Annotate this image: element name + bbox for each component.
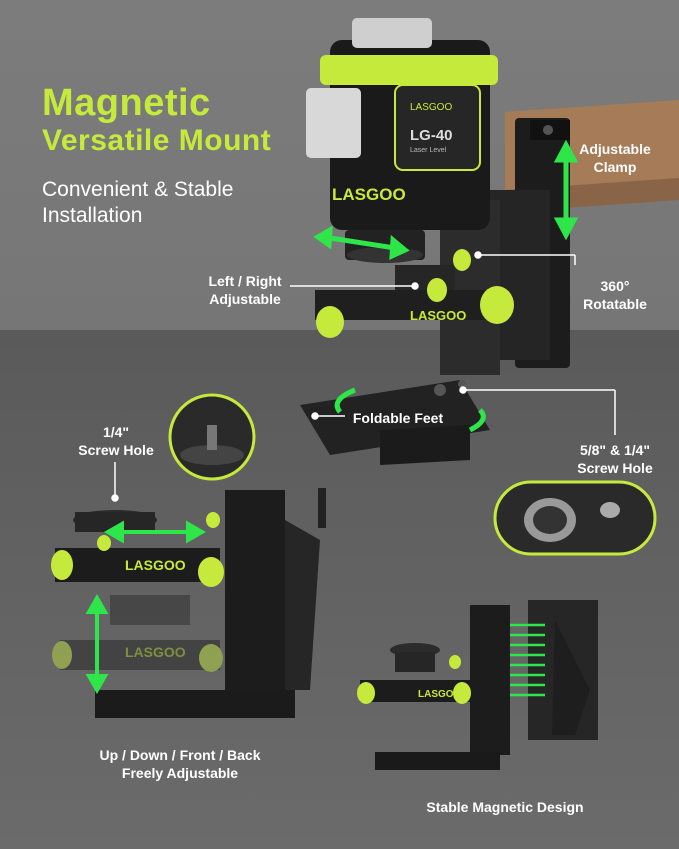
side-mount-brand-text: LASGOO — [125, 557, 186, 573]
mount-magnetic-view — [357, 600, 598, 770]
caption-up-down-adjustable: Up / Down / Front / Back Freely Adjustab… — [99, 747, 261, 781]
headline-magnetic: Magnetic — [42, 82, 211, 124]
callout-lines — [111, 251, 616, 502]
headline-subtitle: Convenient & Stable Installation — [42, 178, 234, 227]
caption-stable-magnetic-design: Stable Magnetic Design — [426, 799, 584, 815]
level-model-sub-text: Laser Level — [410, 147, 447, 154]
level-model-text: LG-40 — [410, 127, 453, 144]
callout-360-rotatable: 360° Rotatable — [583, 278, 647, 312]
callout-foldable-feet: Foldable Feet — [352, 410, 444, 426]
level-brand-text: LASGOO — [410, 102, 452, 113]
screw-hole-zoom-pill — [493, 480, 657, 556]
callout-adjustable-clamp: Adjustable Clamp — [579, 141, 651, 175]
callout-left-right: Left / Right Adjustable — [208, 273, 282, 307]
level-front-brand: LASGOO — [332, 185, 406, 204]
mount-slider — [315, 249, 514, 338]
side-mount-ghost-brand-text: LASGOO — [125, 644, 186, 660]
foldable-feet-base — [300, 380, 490, 465]
laser-beam-lines — [510, 623, 545, 697]
green-arrows-bottom-left — [85, 520, 207, 695]
mount-side-view — [51, 488, 326, 718]
green-arrows-top — [313, 139, 579, 433]
mount-brand-text: LASGOO — [410, 308, 466, 323]
callout-quarter-screw-hole: 1/4" Screw Hole — [78, 424, 154, 458]
headline-versatile-mount: Versatile Mount — [42, 124, 272, 157]
screw-zoom-circle — [168, 393, 256, 481]
callout-five-eighths-screw-hole: 5/8" & 1/4" Screw Hole — [577, 442, 653, 476]
laser-level-body — [306, 18, 498, 263]
magnetic-mount-brand-text: LASGOO — [418, 689, 462, 700]
